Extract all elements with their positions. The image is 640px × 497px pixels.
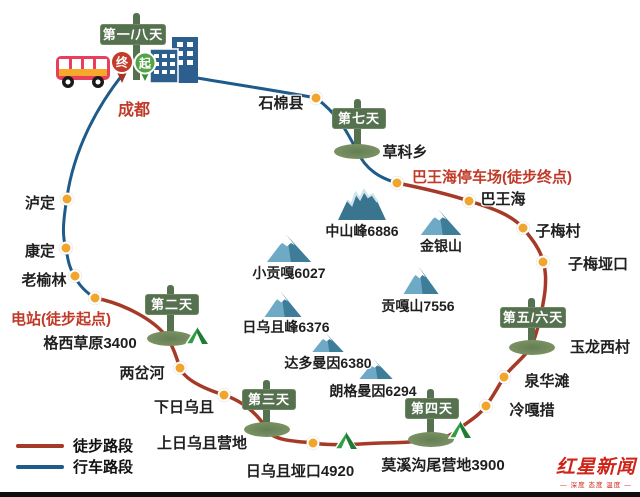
day-sign-day-5-6: 第五/六天 bbox=[500, 307, 566, 328]
label-zimei-village: 子梅村 bbox=[535, 223, 581, 240]
legend-row-driving: 行车路段 bbox=[16, 457, 133, 476]
label-bawanghai-parking: 巴王海停车场(徒步终点) bbox=[412, 169, 572, 186]
label-lenggacuo: 冷嘎措 bbox=[509, 402, 555, 419]
label-riwuqie-pass: 日乌且垭口4920 bbox=[245, 463, 355, 480]
trek-start-pin-icon: 起 bbox=[133, 51, 157, 81]
mountain-icon-riwuqiefeng bbox=[264, 292, 302, 317]
waypoint-dot bbox=[217, 388, 231, 402]
waypoint-dot bbox=[479, 399, 493, 413]
trek-end-pin-icon: 终 bbox=[110, 50, 134, 83]
label-quanhuatan: 泉华滩 bbox=[524, 373, 570, 390]
label-power-station: 电站(徒步起点) bbox=[11, 311, 111, 328]
waypoint-dot bbox=[536, 255, 550, 269]
waypoint-dot bbox=[309, 91, 323, 105]
mountain-icon-jinyin bbox=[420, 210, 462, 235]
campsite-tent-icon bbox=[334, 431, 358, 450]
waypoint-dot bbox=[59, 241, 73, 255]
day-sign-day-4: 第四天 bbox=[405, 398, 459, 419]
label-gongga: 贡嘎山7556 bbox=[381, 298, 455, 314]
label-bawanghai: 巴王海 bbox=[480, 191, 526, 208]
day-sign-day-3: 第三天 bbox=[242, 389, 296, 410]
label-luding: 泸定 bbox=[24, 195, 56, 212]
label-jinyin: 金银山 bbox=[420, 238, 462, 254]
day-sign-day-1-8: 第一/八天 bbox=[100, 24, 166, 45]
logo-name: 红星新闻 bbox=[555, 457, 636, 478]
sign-base-day-7 bbox=[334, 144, 380, 159]
mountain-icon-gongga bbox=[403, 267, 439, 294]
label-gexi-grassland: 格西草原3400 bbox=[43, 335, 137, 352]
bottom-border-bar bbox=[0, 492, 640, 497]
sign-base-day-4 bbox=[408, 432, 454, 447]
day-sign-day-2: 第二天 bbox=[145, 294, 199, 315]
label-riwuqiefeng: 日乌且峰6376 bbox=[242, 319, 330, 335]
trek-end-pin-label: 终 bbox=[116, 55, 129, 70]
waypoint-dot bbox=[497, 370, 511, 384]
label-yulongxi: 玉龙西村 bbox=[569, 339, 631, 356]
day-sign-day-7: 第七天 bbox=[332, 108, 386, 129]
legend-row-hiking: 徒步路段 bbox=[16, 436, 133, 455]
driving-route-path-west bbox=[62, 72, 125, 300]
label-lower-riwuqie: 下日乌且 bbox=[153, 399, 215, 416]
hiking-route-label: 徒步路段 bbox=[73, 438, 134, 455]
label-xiaogongga: 小贡嘎6027 bbox=[252, 265, 326, 281]
label-shimian: 石棉县 bbox=[258, 95, 304, 112]
waypoint-dot bbox=[68, 269, 82, 283]
campsite-tent-icon bbox=[185, 326, 209, 345]
sign-post-day-1-8 bbox=[133, 13, 140, 80]
mountain-icon-daduomanyin bbox=[312, 334, 344, 352]
label-zimei-pass: 子梅垭口 bbox=[567, 256, 629, 273]
sign-base-day-5-6 bbox=[509, 340, 555, 355]
waypoint-dot bbox=[173, 361, 187, 375]
label-chengdu: 成都 bbox=[117, 102, 151, 119]
legend: 徒步路段 行车路段 bbox=[16, 436, 133, 478]
waypoint-dot bbox=[88, 291, 102, 305]
label-zhongshan: 中山峰6886 bbox=[325, 223, 399, 239]
waypoint-dot bbox=[516, 221, 530, 235]
mountain-icon-zhongshan bbox=[338, 188, 386, 220]
logo-tagline: 深度 态度 温度 bbox=[556, 479, 636, 489]
label-kangding: 康定 bbox=[24, 243, 56, 260]
bus-icon bbox=[56, 56, 110, 88]
mountain-icon-langgemanyin bbox=[359, 360, 393, 379]
sign-base-day-2 bbox=[147, 331, 193, 346]
campsite-tent-icon bbox=[448, 420, 472, 439]
label-daduomanyin: 达多曼因6380 bbox=[284, 355, 372, 371]
label-moxigou-camp: 莫溪沟尾营地3900 bbox=[381, 457, 505, 474]
trek-start-pin-label: 起 bbox=[138, 56, 152, 71]
sign-base-day-3 bbox=[244, 422, 290, 437]
label-upper-riwuqie-camp: 上日乌且营地 bbox=[156, 435, 248, 452]
label-caoke: 草科乡 bbox=[382, 144, 428, 161]
label-langgemanyin: 朗格曼因6294 bbox=[329, 383, 417, 399]
hiking-route-swatch bbox=[16, 443, 64, 448]
mountain-icon-xiaogongga bbox=[266, 235, 312, 262]
waypoint-dot bbox=[462, 194, 476, 208]
waypoint-dot bbox=[60, 192, 74, 206]
label-liangchahe: 两岔河 bbox=[119, 365, 165, 382]
waypoint-dot bbox=[390, 176, 404, 190]
red-star-news-logo: 红星新闻 深度 态度 温度 bbox=[555, 457, 636, 490]
label-laoyulin: 老榆林 bbox=[21, 272, 67, 289]
driving-route-label: 行车路段 bbox=[73, 459, 134, 476]
driving-route-swatch bbox=[16, 464, 64, 469]
waypoint-dot bbox=[306, 436, 320, 450]
